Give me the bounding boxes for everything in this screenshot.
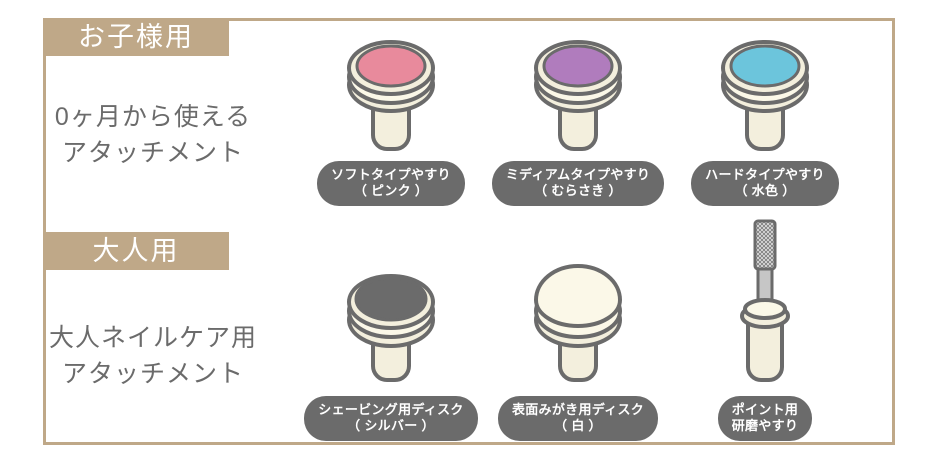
product-buffing-disc-white: 表面みがき用ディスク （ 白 ） xyxy=(483,230,673,441)
product-caption-pill: ミディアムタイプやすり （ むらさき ） xyxy=(491,161,665,206)
section-banner-adult: 大人用 xyxy=(43,232,229,270)
section-description-adult-line-1: 大人ネイルケア用 xyxy=(48,324,257,352)
section-banner-adult-label: 大人用 xyxy=(92,235,180,266)
disc-attachment-icon-lightblue xyxy=(713,30,817,155)
product-caption-line-1: ミディアムタイプやすり xyxy=(505,167,651,182)
section-description-kids: 0ヶ月から使える アタッチメント xyxy=(24,99,282,172)
disc-attachment-icon-purple xyxy=(526,30,630,155)
section-description-kids-line-1: 0ヶ月から使える xyxy=(54,103,252,131)
product-caption-pill: ポイント用 研磨やすり xyxy=(717,396,813,441)
disc-attachment-icon-silver xyxy=(339,230,443,390)
product-caption-line-1: シェービング用ディスク xyxy=(318,402,464,417)
product-caption-line-2: （ むらさき ） xyxy=(534,183,622,199)
product-point-file: ポイント用 研磨やすり xyxy=(670,215,860,441)
product-caption-line-2: （ シルバー ） xyxy=(347,418,435,434)
product-caption-line-1: ハードタイプやすり xyxy=(705,167,825,182)
product-caption-line-2: 研磨やすり xyxy=(731,418,799,434)
product-caption-line-2: （ 水色 ） xyxy=(734,183,796,199)
product-hard-file-lightblue: ハードタイプやすり （ 水色 ） xyxy=(670,30,860,206)
product-medium-file-purple: ミディアムタイプやすり （ むらさき ） xyxy=(483,30,673,206)
section-banner-kids: お子様用 xyxy=(43,18,229,56)
section-banner-kids-label: お子様用 xyxy=(78,21,194,52)
product-caption-line-1: ポイント用 xyxy=(731,402,799,417)
product-caption-pill: ハードタイプやすり （ 水色 ） xyxy=(691,161,839,206)
product-caption-line-2: （ ピンク ） xyxy=(353,183,429,199)
section-description-adult: 大人ネイルケア用 アタッチメント xyxy=(24,320,282,393)
disc-attachment-icon-pink xyxy=(339,30,443,155)
product-caption-line-2: （ 白 ） xyxy=(554,418,602,434)
product-caption-line-1: 表面みがき用ディスク xyxy=(511,402,645,417)
dome-attachment-icon-white xyxy=(526,230,630,390)
product-caption-pill: ソフトタイプやすり （ ピンク ） xyxy=(317,161,465,206)
product-caption-pill: シェービング用ディスク （ シルバー ） xyxy=(304,396,478,441)
point-file-attachment-icon xyxy=(713,215,817,390)
product-caption-line-1: ソフトタイプやすり xyxy=(331,167,451,182)
product-caption-pill: 表面みがき用ディスク （ 白 ） xyxy=(497,396,659,441)
section-description-kids-line-2: アタッチメント xyxy=(61,139,244,168)
product-soft-file-pink: ソフトタイプやすり （ ピンク ） xyxy=(296,30,486,206)
section-description-adult-line-2: アタッチメント xyxy=(61,360,244,389)
product-shaving-disc-silver: シェービング用ディスク （ シルバー ） xyxy=(296,230,486,441)
